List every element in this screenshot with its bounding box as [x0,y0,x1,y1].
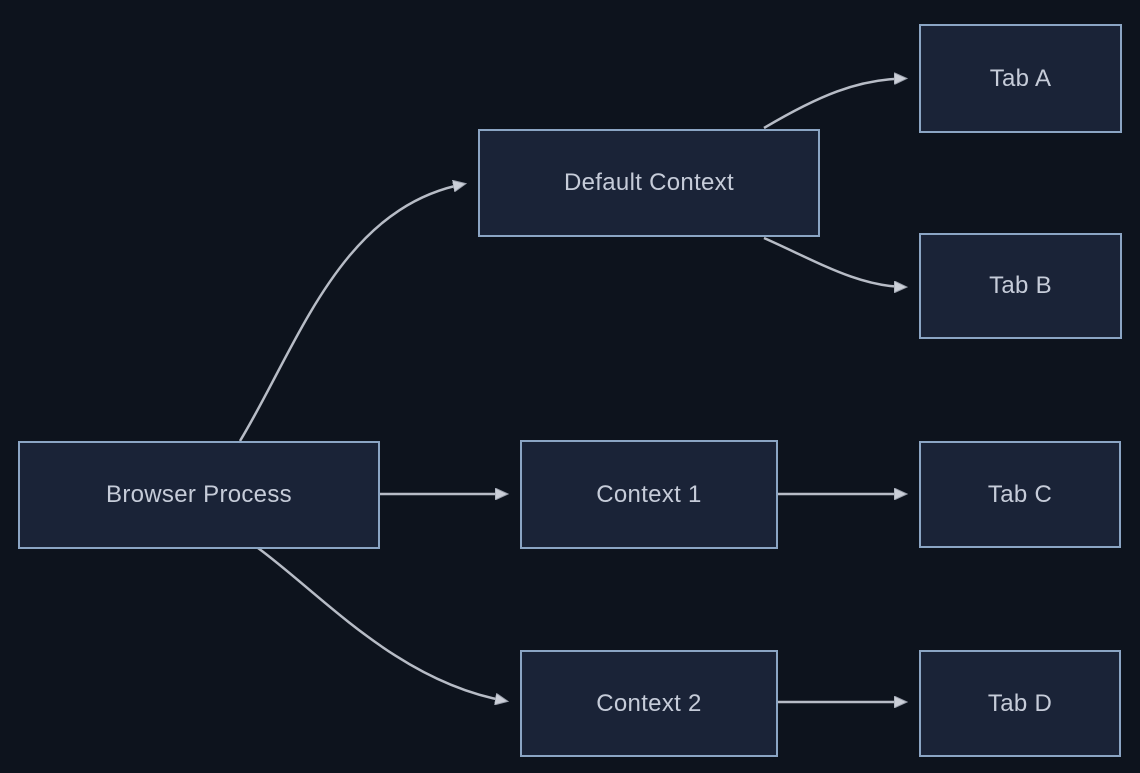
node-tab-c: Tab C [919,441,1121,548]
node-label: Tab C [987,480,1053,508]
node-tab-a: Tab A [919,24,1122,133]
node-label: Context 1 [596,480,702,508]
node-label: Tab B [989,272,1052,299]
edge-default-context-to-tab-a [763,79,905,130]
node-browser-process: Browser Process [18,441,380,549]
node-label: Tab A [989,64,1052,92]
node-label: Tab D [987,689,1053,717]
edge-browser-process-to-default-context [238,184,464,442]
node-context-2: Context 2 [520,650,778,757]
node-label: Browser Process [106,481,292,508]
node-tab-b: Tab B [919,233,1122,339]
edge-browser-process-to-context-2 [257,546,506,701]
node-default-context: Default Context [478,129,820,237]
node-context-1: Context 1 [520,440,778,549]
edge-default-context-to-tab-b [763,236,905,287]
node-label: Default Context [564,169,734,196]
node-tab-d: Tab D [919,650,1121,757]
node-label: Context 2 [596,689,702,717]
